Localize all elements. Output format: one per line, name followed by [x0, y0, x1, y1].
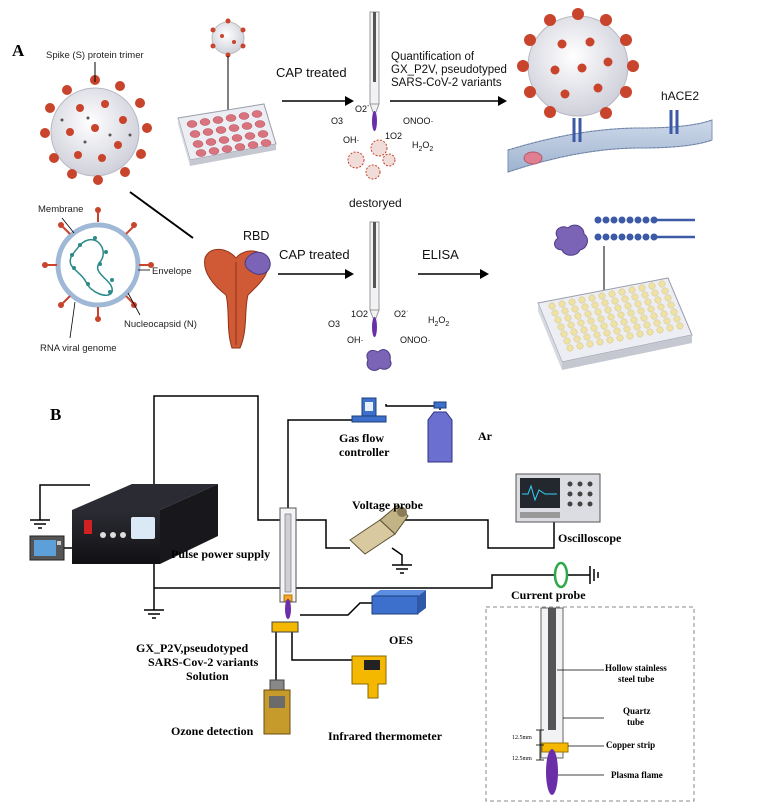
quantification-line-2: GX_P2V, pseudotyped	[391, 64, 507, 76]
ground-symbol-probe	[392, 564, 412, 574]
panel-b-label: B	[50, 405, 61, 424]
gas-flow-label-2: controller	[339, 445, 390, 459]
hace2-receptors	[572, 110, 679, 142]
well-plate-top	[177, 103, 277, 166]
svg-text:H2O2: H2O2	[412, 140, 433, 153]
svg-text:1O2: 1O2	[351, 309, 368, 319]
dimension-label-2: 12.5mm	[512, 756, 532, 762]
argon-label: Ar	[478, 429, 493, 443]
elisa-antibodies	[554, 216, 695, 256]
destroyed-label: destoryed	[349, 196, 402, 210]
ground-symbol-left	[30, 519, 50, 529]
voltage-probe-label: Voltage probe	[352, 498, 424, 512]
quartz-tube-label-2: tube	[627, 717, 644, 727]
voltage-probe-icon	[349, 504, 409, 555]
envelope-label: Envelope	[152, 266, 192, 277]
ozone-label: Ozone detection	[171, 724, 254, 738]
oes-spectrometer	[371, 590, 426, 615]
membrane-label: Membrane	[38, 204, 83, 215]
virus-structure-diagram	[42, 207, 154, 322]
rna-genome-label: RNA viral genome	[40, 343, 117, 354]
ground-symbol-current	[589, 566, 599, 584]
thermometer-label: Infrared thermometer	[328, 729, 443, 743]
cap-treated-bottom-label: CAP treated	[279, 247, 350, 262]
hace2-label: hACE2	[661, 89, 699, 103]
argon-cylinder-icon	[427, 401, 453, 463]
jet-detail-inset	[485, 606, 695, 802]
svg-text:O3: O3	[331, 116, 343, 126]
svg-text:OH·: OH·	[347, 335, 364, 345]
plasma-jet-device	[271, 507, 299, 633]
oes-label: OES	[389, 633, 413, 647]
rbd-fragment-icon	[366, 349, 392, 371]
spike-protein-rbd	[204, 248, 271, 349]
solution-label-2: SARS-Cov-2 variants	[148, 655, 259, 669]
spike-proteins	[40, 75, 152, 185]
quartz-tube-label-1: Quartz	[623, 706, 651, 716]
nucleocapsid-label: Nucleocapsid (N)	[124, 319, 197, 330]
plasma-flame-label: Plasma flame	[611, 770, 663, 780]
quantification-line-3: SARS-CoV-2 variants	[391, 77, 502, 89]
dimension-label-1: 12.5mm	[512, 735, 532, 741]
copper-strip-label: Copper strip	[606, 740, 655, 750]
cap-treated-top-label: CAP treated	[276, 65, 347, 80]
svg-text:O2-: O2-	[355, 103, 370, 114]
svg-text:O3: O3	[328, 319, 340, 329]
gas-flow-label-1: Gas flow	[339, 431, 384, 445]
ground-symbol-bottom	[144, 609, 164, 619]
quantification-line-1: Quantification of	[391, 51, 475, 63]
diagonal-divider	[129, 191, 194, 239]
svg-text:ONOO·: ONOO·	[403, 116, 434, 126]
oscilloscope-label: Oscilloscope	[558, 531, 622, 545]
gas-flow-controller-icon	[351, 397, 387, 423]
oscilloscope-device	[515, 473, 601, 523]
current-probe-label: Current probe	[511, 588, 586, 602]
elisa-plate	[537, 277, 693, 370]
panel-a-label: A	[12, 41, 25, 60]
virus-particle-left	[40, 75, 152, 185]
spike-label: Spike (S) protein trimer	[46, 50, 144, 61]
pulse-power-supply-label: Pulse power supply	[171, 547, 270, 561]
small-virus-icon	[210, 18, 246, 58]
pulse-power-supply-device	[72, 484, 218, 564]
circuit-wires	[39, 395, 590, 680]
svg-text:OH·: OH·	[343, 135, 360, 145]
virus-binding-cell	[507, 8, 713, 173]
solution-label-1: GX_P2V,pseudotyped	[136, 641, 248, 655]
svg-text:O2·: O2·	[394, 308, 408, 319]
svg-text:H2O2: H2O2	[428, 315, 449, 328]
hollow-tube-label-1: Hollow stainless	[605, 663, 667, 673]
rbd-label: RBD	[243, 229, 269, 243]
monitor-icon	[29, 535, 65, 561]
svg-text:ONOO·: ONOO·	[400, 335, 431, 345]
plasma-jet-top	[369, 11, 380, 131]
ros-species-top: O2- O3 ONOO· OH· 1O2 H2O2	[331, 103, 434, 153]
svg-text:1O2: 1O2	[385, 131, 402, 141]
destroyed-virus-particles	[347, 139, 396, 180]
solution-label-3: Solution	[186, 669, 229, 683]
ros-species-bottom: 1O2 O2· O3 H2O2 OH· ONOO·	[328, 308, 449, 345]
current-probe-ring	[553, 561, 569, 589]
infrared-thermometer-icon	[351, 655, 387, 699]
hollow-tube-label-2: steel tube	[618, 674, 654, 684]
plasma-jet-bottom	[369, 221, 380, 337]
ozone-detector-icon	[263, 679, 291, 735]
elisa-label: ELISA	[422, 247, 459, 262]
